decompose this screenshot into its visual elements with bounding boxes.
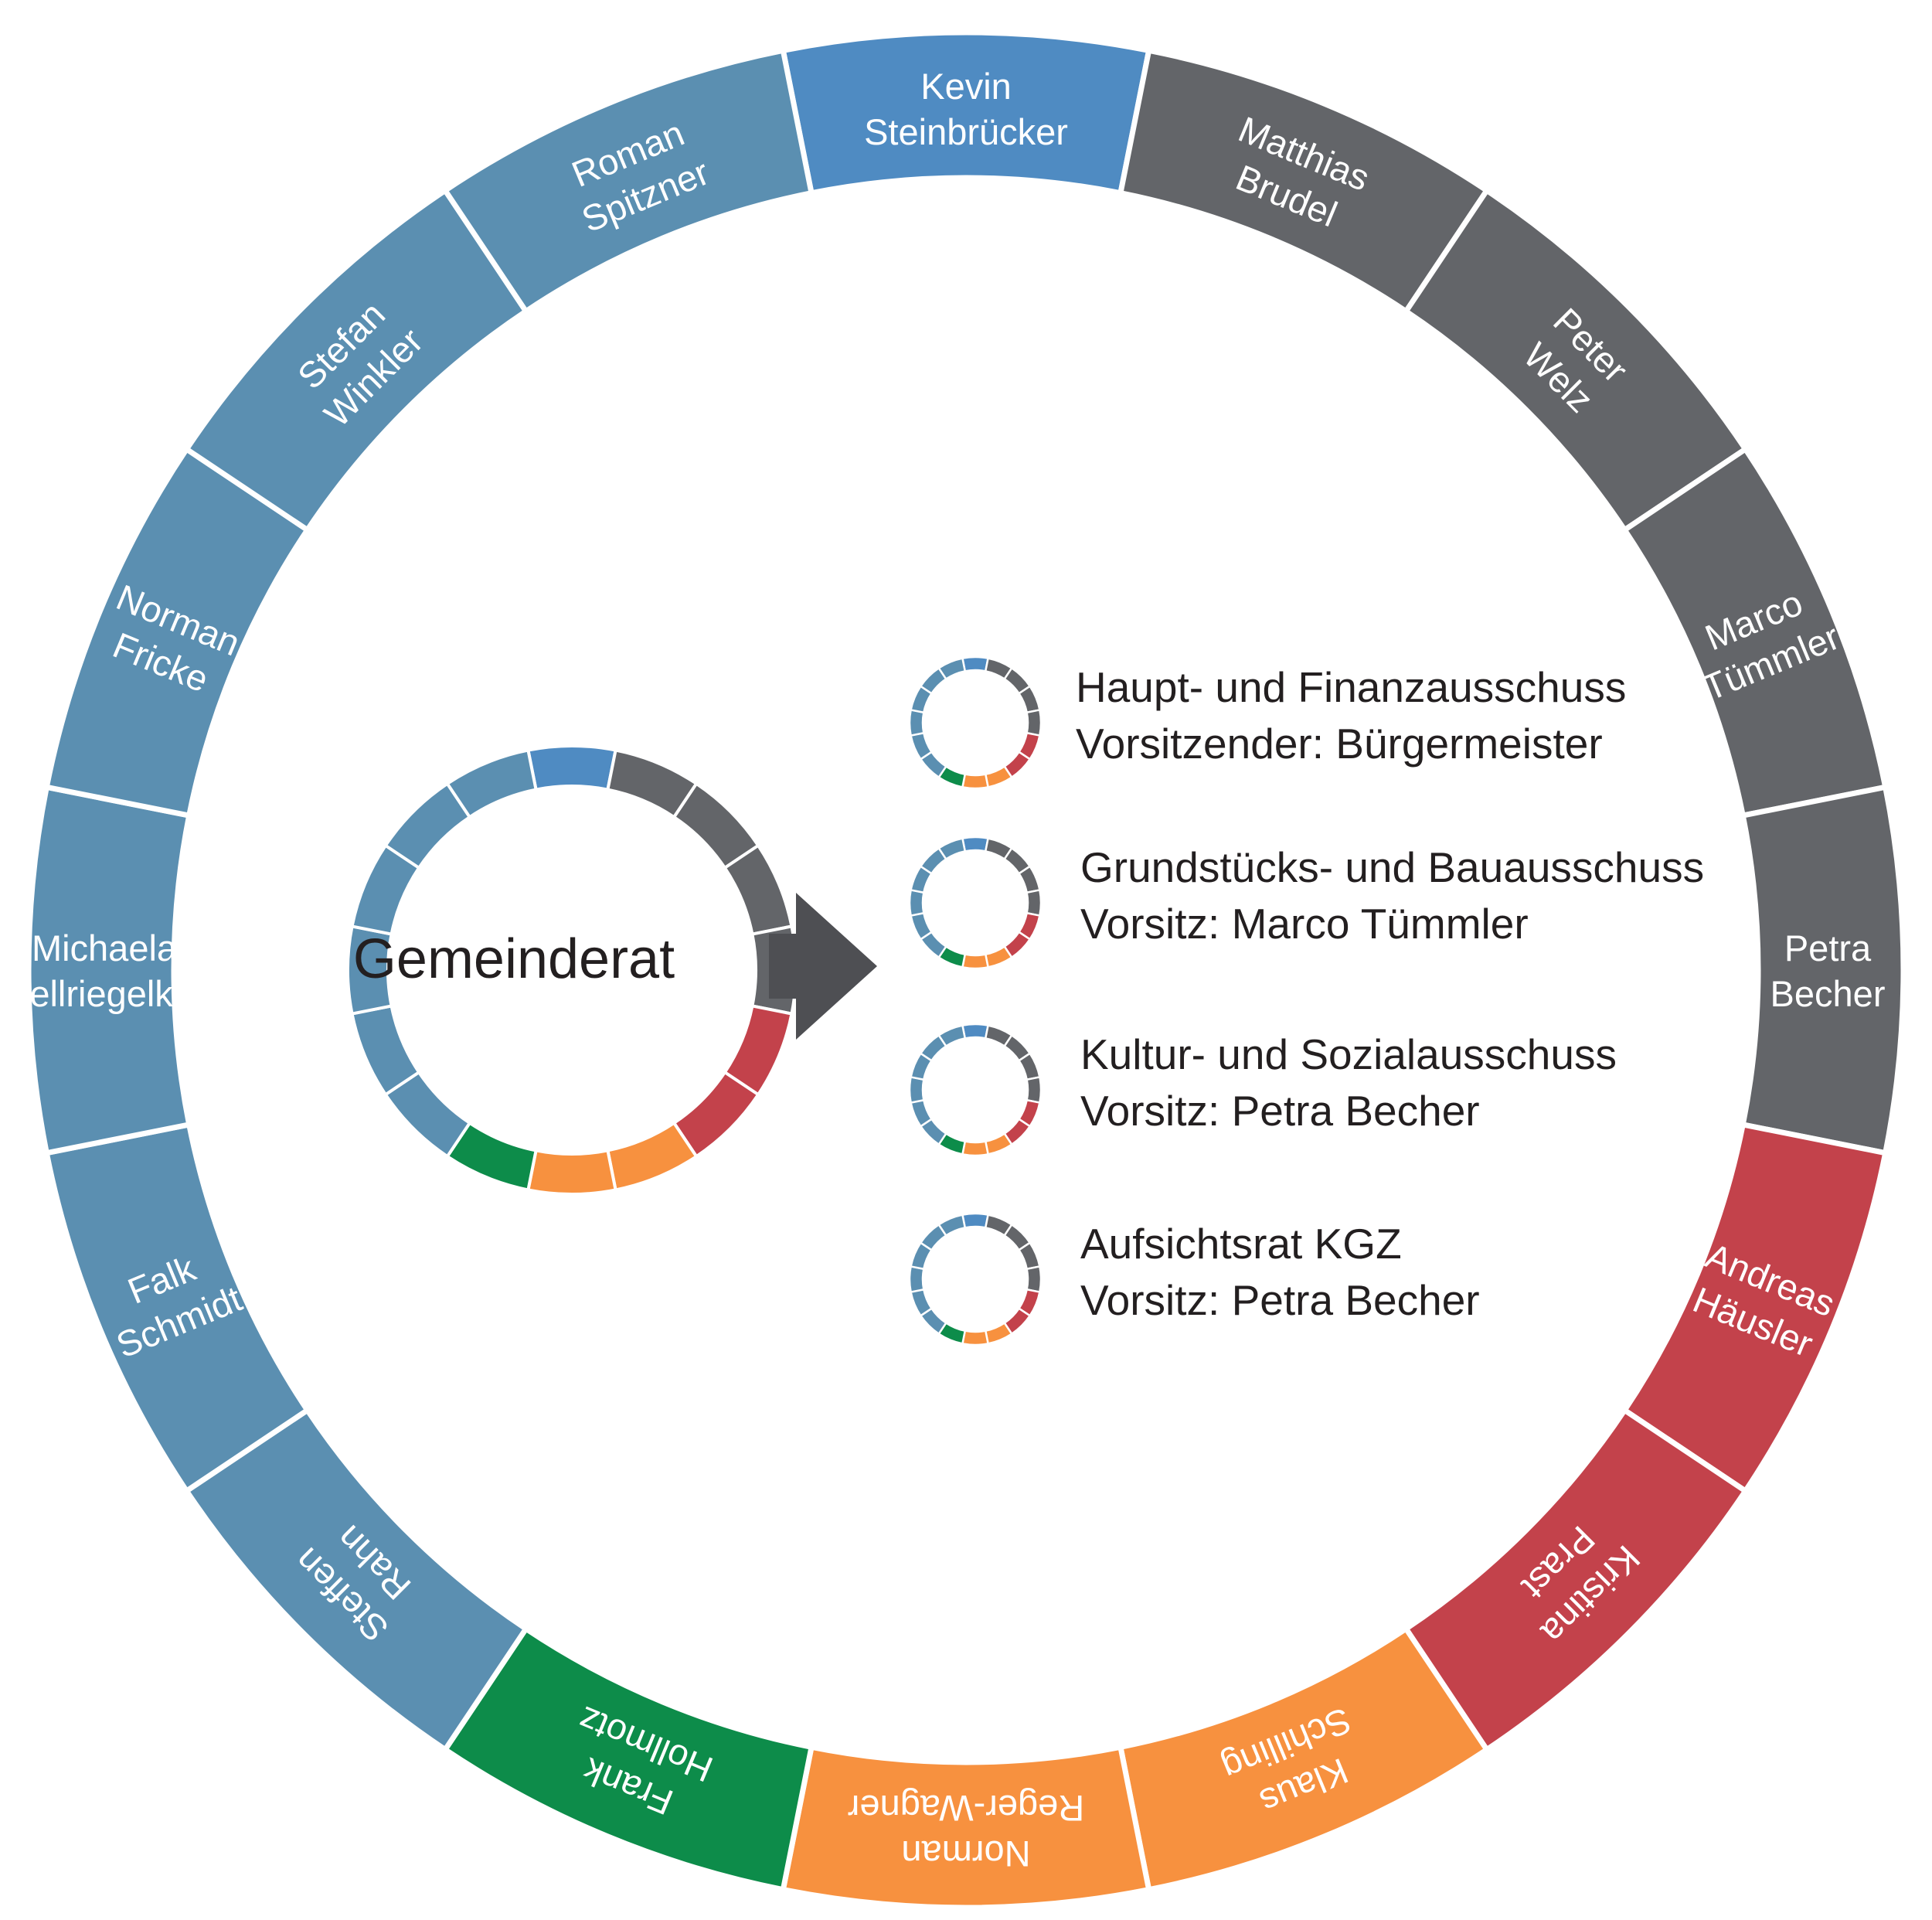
seat-name-last: Becher — [1770, 973, 1886, 1014]
seat-segment — [1402, 1406, 1750, 1754]
committee-ring-segment — [908, 708, 925, 737]
seat-name-first: Kevin — [920, 66, 1012, 107]
committee-ring-segment — [961, 1212, 990, 1229]
arrow-right-icon — [769, 893, 877, 1040]
seat-name-first: Petra — [1784, 928, 1872, 969]
center-label: Gemeinderat — [353, 928, 675, 990]
committee-list: Haupt- und FinanzausschussVorsitzender: … — [908, 655, 1704, 1346]
committee-ring-icon — [908, 655, 1043, 790]
committee-chair: Vorsitzender: Bürgermeister — [1076, 720, 1603, 768]
seat-segment — [1740, 784, 1906, 1156]
committee-ring-segment — [1026, 1265, 1043, 1294]
committee-chair: Vorsitz: Petra Becher — [1080, 1087, 1480, 1135]
committee-ring-segment — [961, 773, 990, 790]
gemeinderat-ring-segment — [526, 744, 617, 791]
committee-ring-segment — [908, 1075, 925, 1105]
committee-ring-segment — [961, 1329, 990, 1346]
committee-chair: Vorsitz: Petra Becher — [1080, 1276, 1480, 1324]
committee-item: Haupt- und FinanzausschussVorsitzender: … — [908, 655, 1626, 790]
seat-segment — [182, 186, 530, 534]
committee-ring-segment — [961, 655, 990, 672]
committee-ring-segment — [937, 1024, 967, 1048]
committee-ring-segment — [908, 888, 925, 917]
committee-ring-icon — [908, 836, 1043, 970]
committee-ring-segment — [1026, 888, 1043, 917]
seat-segment — [26, 784, 192, 1156]
seat-segment — [182, 1406, 530, 1754]
committee-ring-segment — [937, 657, 967, 681]
seat-name-last: Hellriegelker — [3, 973, 205, 1014]
committee-ring-segment — [937, 837, 967, 861]
committee-ring-segment — [1026, 708, 1043, 737]
committee-name: Kultur- und Sozialausschuss — [1080, 1030, 1617, 1078]
seat-segment — [441, 47, 815, 315]
gemeinderat-ring-segment — [445, 748, 538, 819]
committee-ring-icon — [908, 1023, 1043, 1157]
committee-chair: Vorsitz: Marco Tümmler — [1080, 900, 1529, 948]
committee-ring-segment — [1026, 1075, 1043, 1105]
seat-segment — [1402, 186, 1750, 534]
committee-name: Haupt- und Finanzausschuss — [1076, 663, 1626, 711]
committee-ring-icon — [908, 1212, 1043, 1346]
seat-name-last: Steinbrücker — [864, 111, 1068, 152]
committee-ring-segment — [937, 1214, 967, 1237]
committee-ring-segment — [961, 1140, 990, 1157]
committee-ring-segment — [961, 836, 990, 853]
committee-ring-segment — [961, 953, 990, 970]
committee-name: Grundstücks- und Bauausschuss — [1080, 843, 1704, 891]
gemeinderat-ring — [346, 744, 798, 1196]
seat-name-first: Norman — [901, 1833, 1030, 1874]
committee-item: Aufsichtsrat KGZ Vorsitz: Petra Becher — [908, 1212, 1480, 1346]
committee-ring-segment — [908, 1265, 925, 1294]
seat-name-last: Reger-Wagner — [848, 1788, 1085, 1829]
gemeinderat-ring-segment — [526, 1149, 617, 1196]
seat-name-first: Michaela — [32, 928, 178, 969]
committee-name: Aufsichtsrat KGZ — [1080, 1220, 1402, 1268]
committee-ring-segment — [961, 1023, 990, 1040]
